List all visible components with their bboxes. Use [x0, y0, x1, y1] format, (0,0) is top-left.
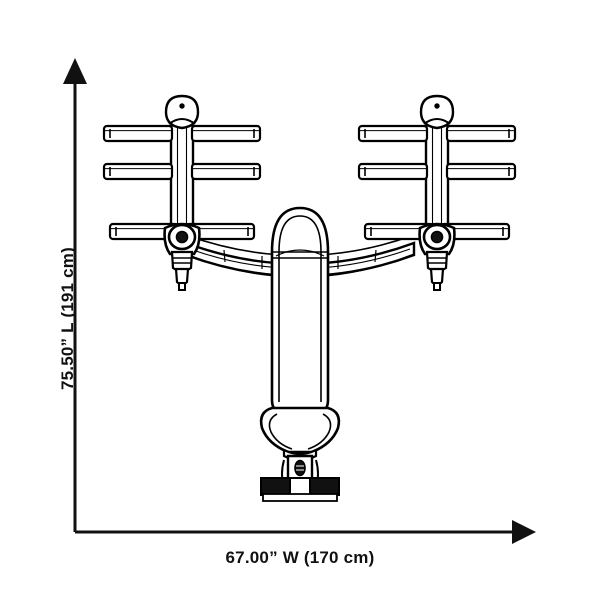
hitch-yoke [259, 406, 341, 462]
width-axis [75, 520, 536, 544]
width-axis-arrowhead-icon [512, 520, 536, 544]
length-axis-arrowhead-icon [63, 58, 87, 84]
bike-rack-illustration [104, 96, 515, 502]
dimension-axes [63, 58, 536, 544]
width-dimension-label: 67.00” W (170 cm) [225, 548, 375, 567]
lock-knob-icon [294, 459, 306, 477]
hitch-bar [260, 477, 340, 502]
center-mast [270, 206, 330, 416]
length-axis [63, 58, 87, 532]
length-dimension-label: 75.50” L (191 cm) [58, 247, 77, 390]
